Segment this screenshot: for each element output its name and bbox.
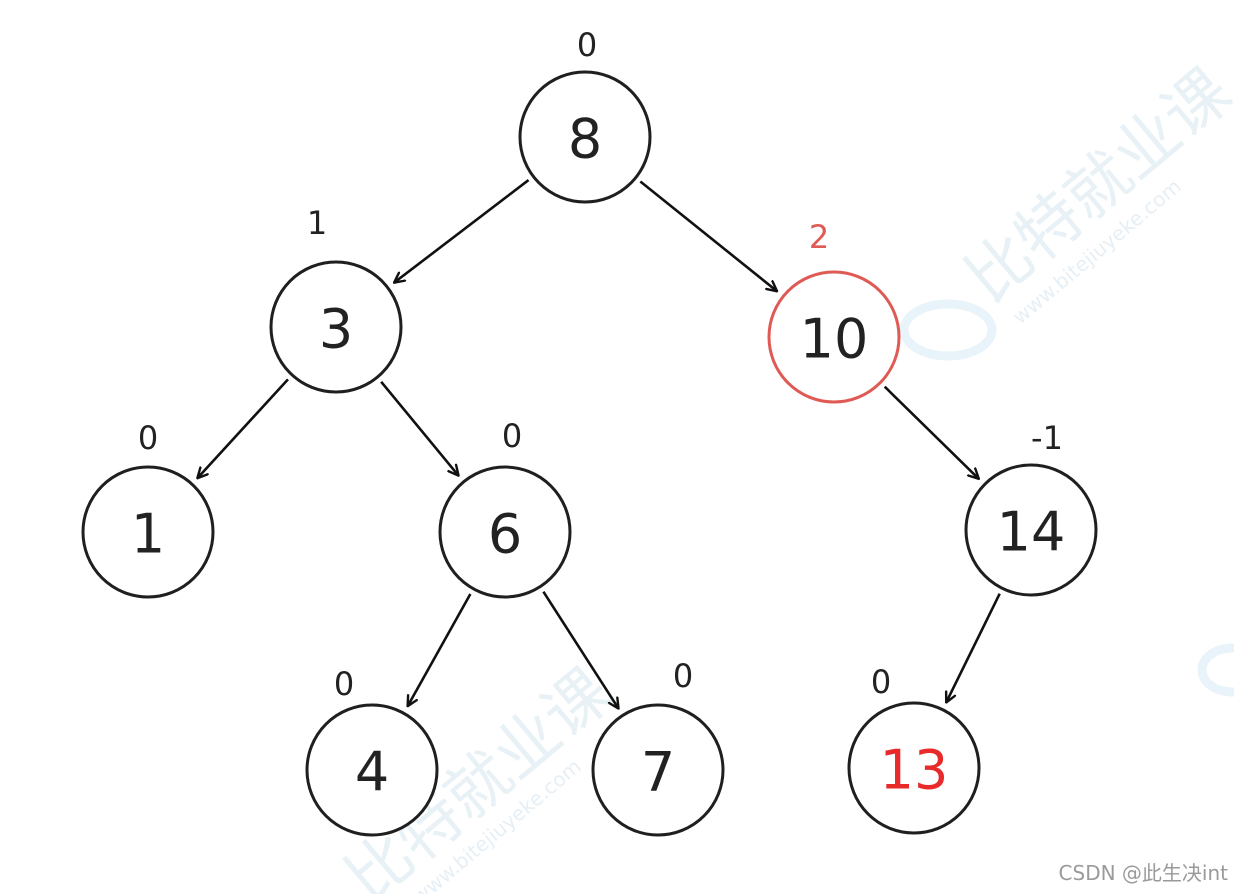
tree-node-4: 40	[305, 665, 439, 837]
node-circle	[518, 70, 652, 204]
tree-node-7: 70	[591, 657, 725, 837]
node-value: 8	[568, 108, 602, 171]
balance-factor-label: 0	[577, 26, 597, 64]
tree-node-10: 10 2	[767, 218, 901, 404]
edge-8-to-3	[394, 179, 530, 283]
edge-3-to-6	[380, 380, 458, 476]
node-value: 14	[997, 501, 1066, 564]
node-value: 1	[131, 503, 165, 566]
node-value: 10	[800, 308, 869, 371]
node-circle	[305, 703, 439, 837]
balance-factor-label: -1	[1031, 419, 1063, 457]
watermark-brand-top: 比特就业课	[953, 55, 1234, 317]
balance-factor-label: 0	[871, 663, 891, 701]
edge-6-to-4	[408, 593, 472, 706]
edge-10-to-14	[883, 385, 979, 479]
tree-node-13: 13 0	[847, 663, 981, 835]
node-value: 4	[355, 741, 389, 804]
edge-8-to-10	[639, 180, 777, 291]
node-value: 3	[319, 298, 353, 361]
balance-factor-label: 0	[502, 417, 522, 455]
node-circle	[847, 701, 981, 835]
node-circle	[81, 465, 215, 599]
node-circle	[767, 270, 901, 404]
watermark: 比特就业课 www.bitejiuyeke.com 比特就业课 www.bite…	[333, 55, 1234, 894]
node-value: 6	[488, 503, 522, 566]
node-circle	[964, 463, 1098, 597]
balance-factor-label: 0	[334, 665, 354, 703]
tree-node-1: 10	[81, 419, 215, 599]
node-value: 13	[880, 739, 949, 802]
edges	[197, 179, 1001, 709]
node-circle	[438, 465, 572, 599]
balance-factor-label: 1	[307, 204, 327, 242]
node-circle	[591, 703, 725, 837]
balance-factor-label: 0	[673, 657, 693, 695]
tree-node-8: 80	[518, 26, 652, 204]
balance-factor-label: 0	[138, 419, 158, 457]
edge-6-to-7	[542, 591, 618, 709]
edge-3-to-1	[197, 378, 289, 478]
watermark-logo-icon	[899, 299, 1234, 697]
tree-node-6: 60	[438, 417, 572, 599]
tree-node-3: 31	[269, 204, 403, 394]
edge-14-to-13	[946, 593, 1001, 703]
node-value: 7	[641, 741, 675, 804]
credit-caption: CSDN @此生决int	[1058, 861, 1228, 885]
node-circle	[269, 260, 403, 394]
balance-factor-label: 2	[809, 218, 829, 256]
tree-node-14: 14 -1	[964, 419, 1098, 597]
